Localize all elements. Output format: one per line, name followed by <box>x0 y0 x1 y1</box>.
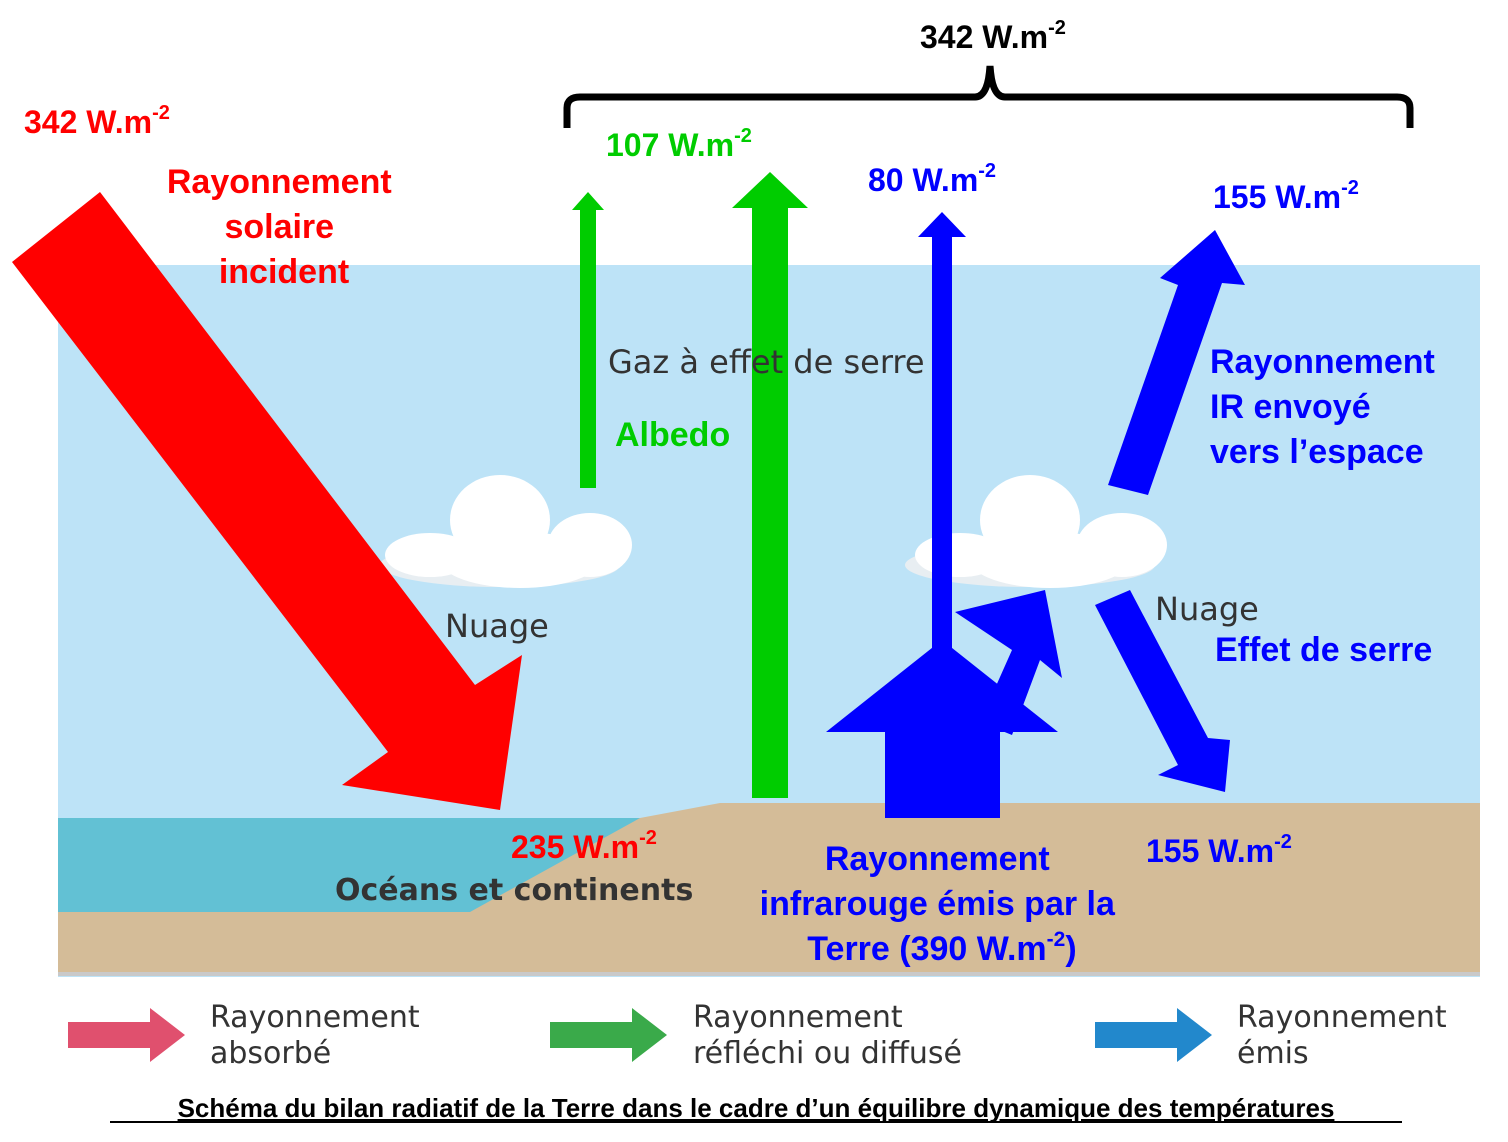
incident-label: Rayonnement solaire incident <box>167 163 401 291</box>
total-brace <box>563 65 1414 128</box>
earth-ir-arrow <box>826 640 1058 818</box>
direct-ir-arrow <box>918 212 966 650</box>
incident-solar-arrow <box>12 192 522 810</box>
legend-emitted-arrow-icon <box>1095 1008 1212 1062</box>
ir-space-arrow <box>1108 230 1245 495</box>
ir-space-value: 155 W.m-2 <box>1213 177 1359 215</box>
absorbed-value: 235 W.m-2 <box>511 827 657 865</box>
ir-space-label: Rayonnement IR envoyé vers l’espace <box>1210 343 1444 471</box>
legend-absorbed-arrow-icon <box>68 1008 185 1062</box>
greenhouse-arrow <box>1095 590 1230 792</box>
greenhouse-value: 155 W.m-2 <box>1146 831 1292 869</box>
albedo-value: 107 W.m-2 <box>606 125 752 163</box>
cloud-label: Nuage <box>445 607 549 645</box>
gas-label: Gaz à effet de serre <box>608 343 925 381</box>
legend-reflected-arrow-icon <box>550 1008 667 1062</box>
ocean <box>58 818 640 912</box>
albedo-small-arrow <box>572 192 604 488</box>
caption: Schéma du bilan radiatif de la Terre dan… <box>178 1093 1335 1123</box>
cloud-icon <box>380 475 632 588</box>
albedo-large-arrow <box>732 172 808 798</box>
greenhouse-label: Effet de serre <box>1215 631 1432 669</box>
ground-edge <box>58 972 1480 976</box>
earth-ir-label: Rayonnement infrarouge émis par la Terre… <box>760 840 1125 968</box>
cloud-ir-arrow <box>955 590 1062 735</box>
cloud-label: Nuage <box>1155 590 1259 628</box>
ground-label: Océans et continents <box>335 873 693 908</box>
incident-value: 342 W.m-2 <box>24 102 170 140</box>
total-value: 342 W.m-2 <box>920 17 1066 55</box>
direct-ir-value: 80 W.m-2 <box>868 160 996 198</box>
albedo-label: Albedo <box>615 416 730 454</box>
